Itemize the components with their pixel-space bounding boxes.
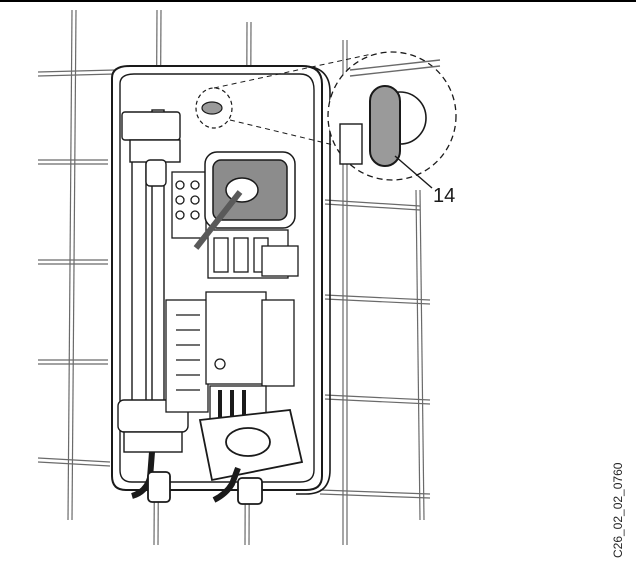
figure-code: C26_02_02_0760 — [611, 462, 625, 558]
terminal-block — [171, 171, 299, 279]
top-border-line — [0, 0, 636, 2]
detail-magnifier — [195, 51, 457, 189]
bottom-connection-box — [198, 409, 304, 482]
cable-gland — [193, 151, 296, 250]
rotary-knob — [369, 85, 401, 167]
water-connections — [131, 451, 263, 505]
callout-label-14: 14 — [433, 185, 456, 207]
callout-leader — [394, 155, 433, 189]
heating-column — [117, 109, 189, 453]
